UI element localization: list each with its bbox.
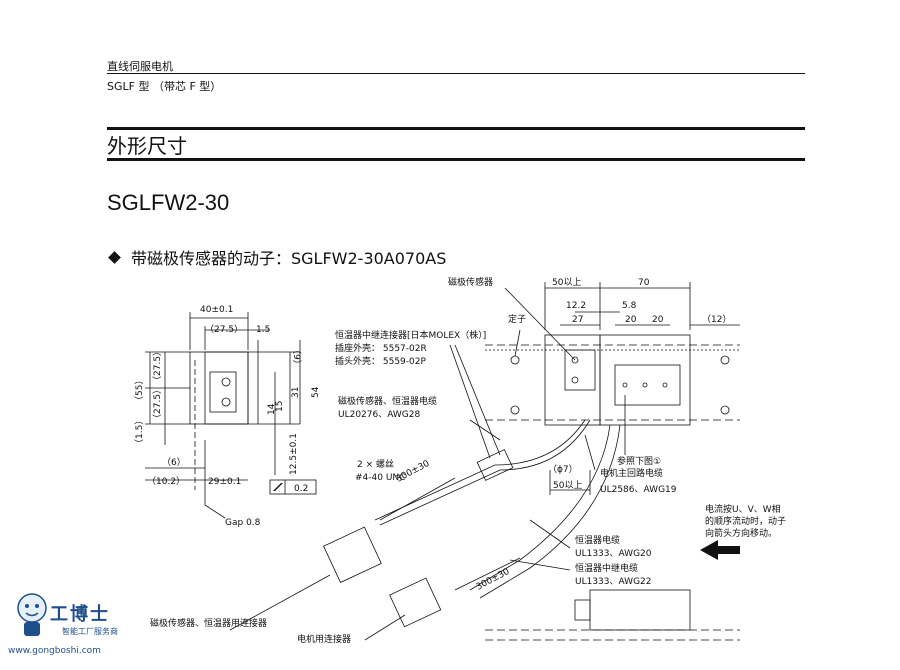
subtitle: 带磁极传感器的动子：SGLFW2-30A070AS bbox=[108, 245, 447, 269]
dim-54: 54 bbox=[311, 386, 321, 398]
dim-15: 15 bbox=[275, 401, 285, 412]
watermark-url: www.gongboshi.com bbox=[8, 646, 101, 656]
model-title: SGLFW2-30 bbox=[107, 190, 230, 215]
label-relay-connector-1: 恒温器中继连接器[日本MOLEX（株）] bbox=[335, 329, 486, 341]
header-product-category: 直线伺服电机 bbox=[107, 60, 173, 73]
label-relay-connector-2: 插座外壳： 5557-02R bbox=[335, 342, 427, 354]
watermark-subtitle: 智能工厂服务商 bbox=[62, 627, 118, 636]
dim-27-5-a: （27.5） bbox=[152, 347, 163, 385]
label-sensor-connector: 磁极传感器、恒温器用连接器 bbox=[150, 617, 267, 629]
screw-label-1: 2 × 螺丝 bbox=[357, 458, 394, 470]
label-main-cable-1: 电机主回路电缆 bbox=[600, 467, 663, 479]
label-magnetic-sensor: 磁极传感器 bbox=[448, 276, 493, 288]
dim-12-right: （12） bbox=[702, 314, 731, 325]
label-relay-connector-3: 插头外壳： 5559-02P bbox=[335, 355, 426, 367]
section-rule-bottom bbox=[107, 158, 805, 161]
label-thermo-relay-1: 恒温器中继电缆 bbox=[575, 562, 638, 574]
label-motor-connector: 电机用连接器 bbox=[297, 633, 351, 645]
label-sensor-cable-2: UL20276、AWG28 bbox=[338, 410, 420, 420]
dim-9: （9） bbox=[291, 345, 302, 369]
screw-label-2: #4-40 UNC bbox=[355, 473, 405, 483]
label-thermo-relay-2: UL1333、AWG22 bbox=[575, 577, 652, 587]
subtitle-text: 带磁极传感器的动子：SGLFW2-30A070AS bbox=[131, 249, 447, 268]
dim-50-top: 50以上 bbox=[552, 277, 581, 288]
watermark-mascot-icon bbox=[17, 593, 47, 636]
dim-55: （55） bbox=[134, 376, 145, 405]
label-thermo-cable-1: 恒温器电缆 bbox=[575, 534, 620, 546]
dim-1-5-left: （1.5） bbox=[134, 416, 145, 448]
flatness-value: 0.2 bbox=[294, 484, 308, 494]
label-thermo-cable-2: UL1333、AWG20 bbox=[575, 549, 652, 559]
dim-27: 27 bbox=[572, 315, 583, 325]
left-view bbox=[145, 312, 317, 519]
label-sensor-cable-1: 磁极传感器、恒温器电缆 bbox=[338, 395, 437, 407]
dim-5-8: 5.8 bbox=[622, 301, 637, 311]
header-rule bbox=[107, 73, 805, 74]
dim-10-2: （10.2） bbox=[147, 476, 185, 487]
gap-label: Gap 0.8 bbox=[225, 518, 261, 528]
section-title: 外形尺寸 bbox=[107, 134, 187, 158]
dim-12-5: 12.5±0.1 bbox=[289, 433, 299, 475]
dim-300-b: 300±30 bbox=[475, 567, 512, 593]
dim-70: 70 bbox=[638, 278, 650, 288]
dim-40: 40±0.1 bbox=[200, 305, 233, 315]
watermark-name: 工博士 bbox=[50, 604, 110, 625]
dim-29: 29±0.1 bbox=[208, 477, 241, 487]
dim-20-b: 20 bbox=[652, 315, 664, 325]
dim-12-2: 12.2 bbox=[566, 301, 586, 311]
header-product-type: SGLF 型 （带芯 F 型） bbox=[107, 80, 222, 93]
main-view bbox=[229, 282, 740, 641]
dim-27-5-top: （27.5） bbox=[205, 324, 243, 335]
direction-arrow-icon bbox=[700, 540, 740, 560]
dim-6: （6） bbox=[162, 457, 186, 468]
dim-phi7: （ϕ7） bbox=[548, 464, 578, 475]
label-stator: 定子 bbox=[508, 313, 526, 325]
dim-14: 14 bbox=[267, 403, 277, 415]
label-main-cable-2: UL2586、AWG19 bbox=[600, 485, 677, 495]
dim-27-5-b: （27.5） bbox=[152, 385, 163, 423]
label-current-3: 向箭头方向移动。 bbox=[705, 527, 777, 539]
label-current-1: 电流按U、V、W相 bbox=[705, 503, 781, 515]
dim-31: 31 bbox=[291, 387, 301, 398]
dim-1-5-top: 1.5 bbox=[256, 325, 270, 335]
label-ref-figure: 参照下图① bbox=[617, 455, 661, 467]
dim-50-mid: 50以上 bbox=[553, 480, 582, 491]
dim-20-a: 20 bbox=[625, 315, 637, 325]
label-current-2: 的顺序流动时，动子 bbox=[705, 515, 786, 527]
section-rule-top bbox=[107, 127, 805, 130]
